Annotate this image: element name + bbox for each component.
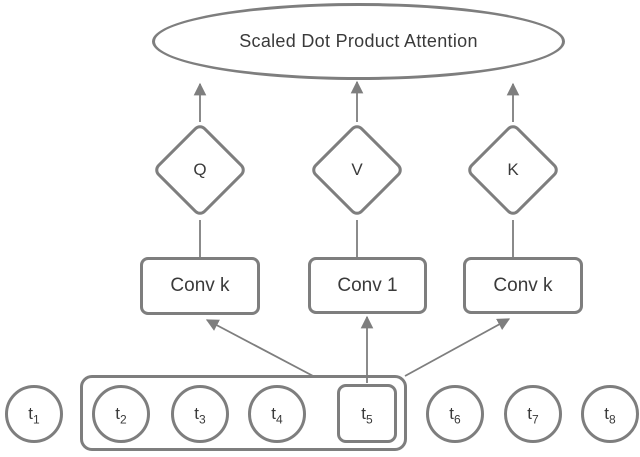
token-t7: t7 xyxy=(504,385,562,443)
conv-node-value: Conv 1 xyxy=(308,257,427,314)
projection-node-v: V xyxy=(308,121,406,219)
token-t3: t3 xyxy=(171,385,229,443)
token-label: t5 xyxy=(361,403,373,426)
token-t6: t6 xyxy=(426,385,484,443)
token-label: t1 xyxy=(28,404,40,427)
token-t2: t2 xyxy=(92,385,150,443)
projection-label-q: Q xyxy=(193,160,207,179)
token-t5: t5 xyxy=(337,384,397,443)
arrow-window-to-convk xyxy=(404,318,511,377)
projection-node-q: Q xyxy=(151,121,249,219)
token-label: t6 xyxy=(449,404,461,427)
conv-label: Conv 1 xyxy=(337,274,398,296)
conv-node-query: Conv k xyxy=(140,257,260,315)
token-label: t2 xyxy=(115,404,127,427)
token-label: t4 xyxy=(271,404,283,427)
token-label: t8 xyxy=(604,404,616,427)
conv-node-key: Conv k xyxy=(463,257,583,314)
projection-label-v: V xyxy=(351,160,363,179)
projection-label-k: K xyxy=(507,160,519,179)
token-t1: t1 xyxy=(5,385,63,443)
attention-node: Scaled Dot Product Attention xyxy=(152,3,565,80)
token-label: t7 xyxy=(527,404,539,427)
arrow-window-to-convq xyxy=(205,319,316,378)
token-t4: t4 xyxy=(248,385,306,443)
token-t8: t8 xyxy=(581,385,639,443)
projection-node-k: K xyxy=(464,121,562,219)
conv-label: Conv k xyxy=(493,274,553,296)
attention-label: Scaled Dot Product Attention xyxy=(239,31,478,51)
conv-label: Conv k xyxy=(170,275,230,296)
token-label: t3 xyxy=(194,404,206,427)
